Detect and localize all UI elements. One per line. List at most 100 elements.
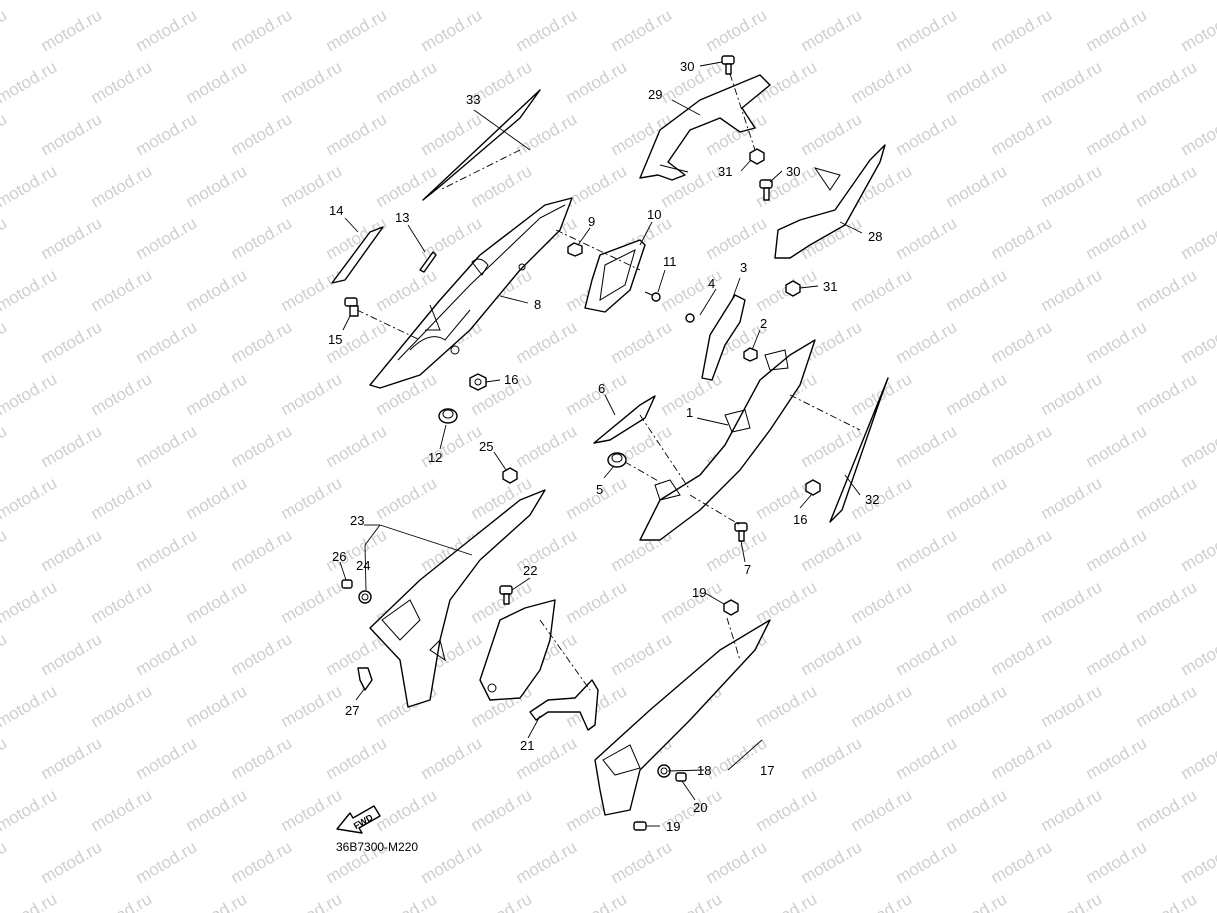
part-27-screw[interactable]	[357, 667, 373, 691]
part-7-bolt[interactable]	[734, 522, 748, 542]
watermark-text: motod.ru	[323, 421, 391, 471]
callout-14[interactable]: 14	[329, 203, 343, 218]
callout-31-right[interactable]: 31	[823, 279, 837, 294]
watermark-text: motod.ru	[893, 213, 961, 263]
part-19-nut-upper[interactable]	[723, 599, 739, 616]
part-30-bolt-right[interactable]	[759, 179, 773, 201]
watermark-text: motod.ru	[1178, 5, 1217, 55]
watermark-text: motod.ru	[988, 213, 1056, 263]
part-29-grab-handle[interactable]	[639, 74, 771, 181]
callout-11[interactable]: 11	[663, 254, 677, 269]
part-31-nut-right[interactable]	[785, 280, 801, 297]
callout-6[interactable]: 6	[598, 381, 605, 396]
callout-7[interactable]: 7	[744, 562, 751, 577]
part-4-screw[interactable]	[685, 313, 695, 323]
part-14-strip[interactable]	[331, 226, 384, 284]
callout-16-left[interactable]: 16	[504, 372, 518, 387]
part-5-grommet[interactable]	[607, 452, 627, 468]
watermark-text: motod.ru	[1083, 109, 1151, 159]
watermark-text: motod.ru	[38, 5, 106, 55]
callout-26[interactable]: 26	[332, 549, 346, 564]
watermark-text: motod.ru	[228, 733, 296, 783]
part-30-bolt-upper[interactable]	[721, 55, 735, 75]
watermark-text: motod.ru	[848, 57, 916, 107]
callout-30-upper[interactable]: 30	[680, 59, 694, 74]
callout-19-lower[interactable]: 19	[666, 819, 680, 834]
callout-32[interactable]: 32	[865, 492, 879, 507]
part-33-decal[interactable]	[422, 89, 541, 201]
callout-19-upper[interactable]: 19	[692, 585, 706, 600]
callout-15[interactable]: 15	[328, 332, 342, 347]
watermark-text: motod.ru	[988, 733, 1056, 783]
watermark-text: motod.ru	[943, 473, 1011, 523]
watermark-text: motod.ru	[0, 889, 60, 913]
callout-9[interactable]: 9	[588, 214, 595, 229]
callout-3[interactable]: 3	[740, 260, 747, 275]
part-23-cover[interactable]	[369, 489, 546, 708]
callout-8[interactable]: 8	[534, 297, 541, 312]
part-16-nut-left[interactable]	[469, 373, 487, 391]
part-1-side-cover[interactable]	[639, 339, 816, 541]
watermark-text: motod.ru	[228, 629, 296, 679]
part-19-screw-lower[interactable]	[633, 821, 647, 831]
part-16-nut-right[interactable]	[805, 479, 821, 496]
callout-31-upper[interactable]: 31	[718, 164, 732, 179]
callout-21[interactable]: 21	[520, 738, 534, 753]
callout-18[interactable]: 18	[697, 763, 711, 778]
part-25-nut[interactable]	[502, 467, 518, 484]
part-31-nut-upper[interactable]	[749, 148, 765, 165]
part-15-bolt[interactable]	[344, 297, 359, 317]
callout-4[interactable]: 4	[708, 276, 715, 291]
callout-20[interactable]: 20	[693, 800, 707, 815]
callout-24[interactable]: 24	[356, 558, 370, 573]
watermark-text: motod.ru	[183, 161, 251, 211]
watermark-text: motod.ru	[183, 889, 251, 913]
watermark-text: motod.ru	[1178, 629, 1217, 679]
part-9-bolt[interactable]	[567, 242, 583, 257]
callout-33[interactable]: 33	[466, 92, 480, 107]
part-13-clip[interactable]	[419, 251, 437, 273]
callout-17[interactable]: 17	[760, 763, 774, 778]
part-21-bracket[interactable]	[529, 679, 599, 731]
watermark-text: motod.ru	[228, 317, 296, 367]
callout-16-right[interactable]: 16	[793, 512, 807, 527]
callout-10[interactable]: 10	[647, 207, 661, 222]
watermark-text: motod.ru	[468, 785, 536, 835]
part-26-screw[interactable]	[341, 579, 353, 589]
part-28-grab-handle[interactable]	[774, 144, 886, 259]
callout-12[interactable]: 12	[428, 450, 442, 465]
callout-23[interactable]: 23	[350, 513, 364, 528]
part-11-screw[interactable]	[644, 291, 661, 302]
watermark-text: motod.ru	[1083, 213, 1151, 263]
callout-5[interactable]: 5	[596, 482, 603, 497]
part-17-cover[interactable]	[594, 619, 771, 816]
watermark-text: motod.ru	[893, 629, 961, 679]
part-8-side-cover[interactable]	[369, 197, 573, 389]
watermark-text: motod.ru	[1133, 265, 1201, 315]
watermark-text: motod.ru	[88, 369, 156, 419]
part-10-bracket[interactable]	[584, 239, 646, 313]
watermark-text: motod.ru	[893, 733, 961, 783]
callout-2[interactable]: 2	[760, 316, 767, 331]
part-6-strip[interactable]	[593, 395, 656, 444]
watermark-text: motod.ru	[513, 109, 581, 159]
watermark-text: motod.ru	[183, 369, 251, 419]
part-2-bolt[interactable]	[743, 347, 758, 362]
callout-29[interactable]: 29	[648, 87, 662, 102]
callout-30-right[interactable]: 30	[786, 164, 800, 179]
callout-25[interactable]: 25	[479, 439, 493, 454]
part-24-grommet[interactable]	[358, 590, 372, 604]
callout-13[interactable]: 13	[395, 210, 409, 225]
watermark-text: motod.ru	[0, 629, 10, 679]
part-22-bolt[interactable]	[499, 585, 513, 605]
part-3-bracket[interactable]	[701, 294, 746, 381]
callout-22[interactable]: 22	[523, 563, 537, 578]
part-12-grommet[interactable]	[438, 408, 458, 424]
part-20-screw[interactable]	[675, 772, 687, 782]
watermark-text: motod.ru	[373, 785, 441, 835]
callout-28[interactable]: 28	[868, 229, 882, 244]
watermark-text: motod.ru	[38, 213, 106, 263]
callout-1[interactable]: 1	[686, 405, 693, 420]
callout-27[interactable]: 27	[345, 703, 359, 718]
part-32-decal[interactable]	[829, 377, 889, 523]
